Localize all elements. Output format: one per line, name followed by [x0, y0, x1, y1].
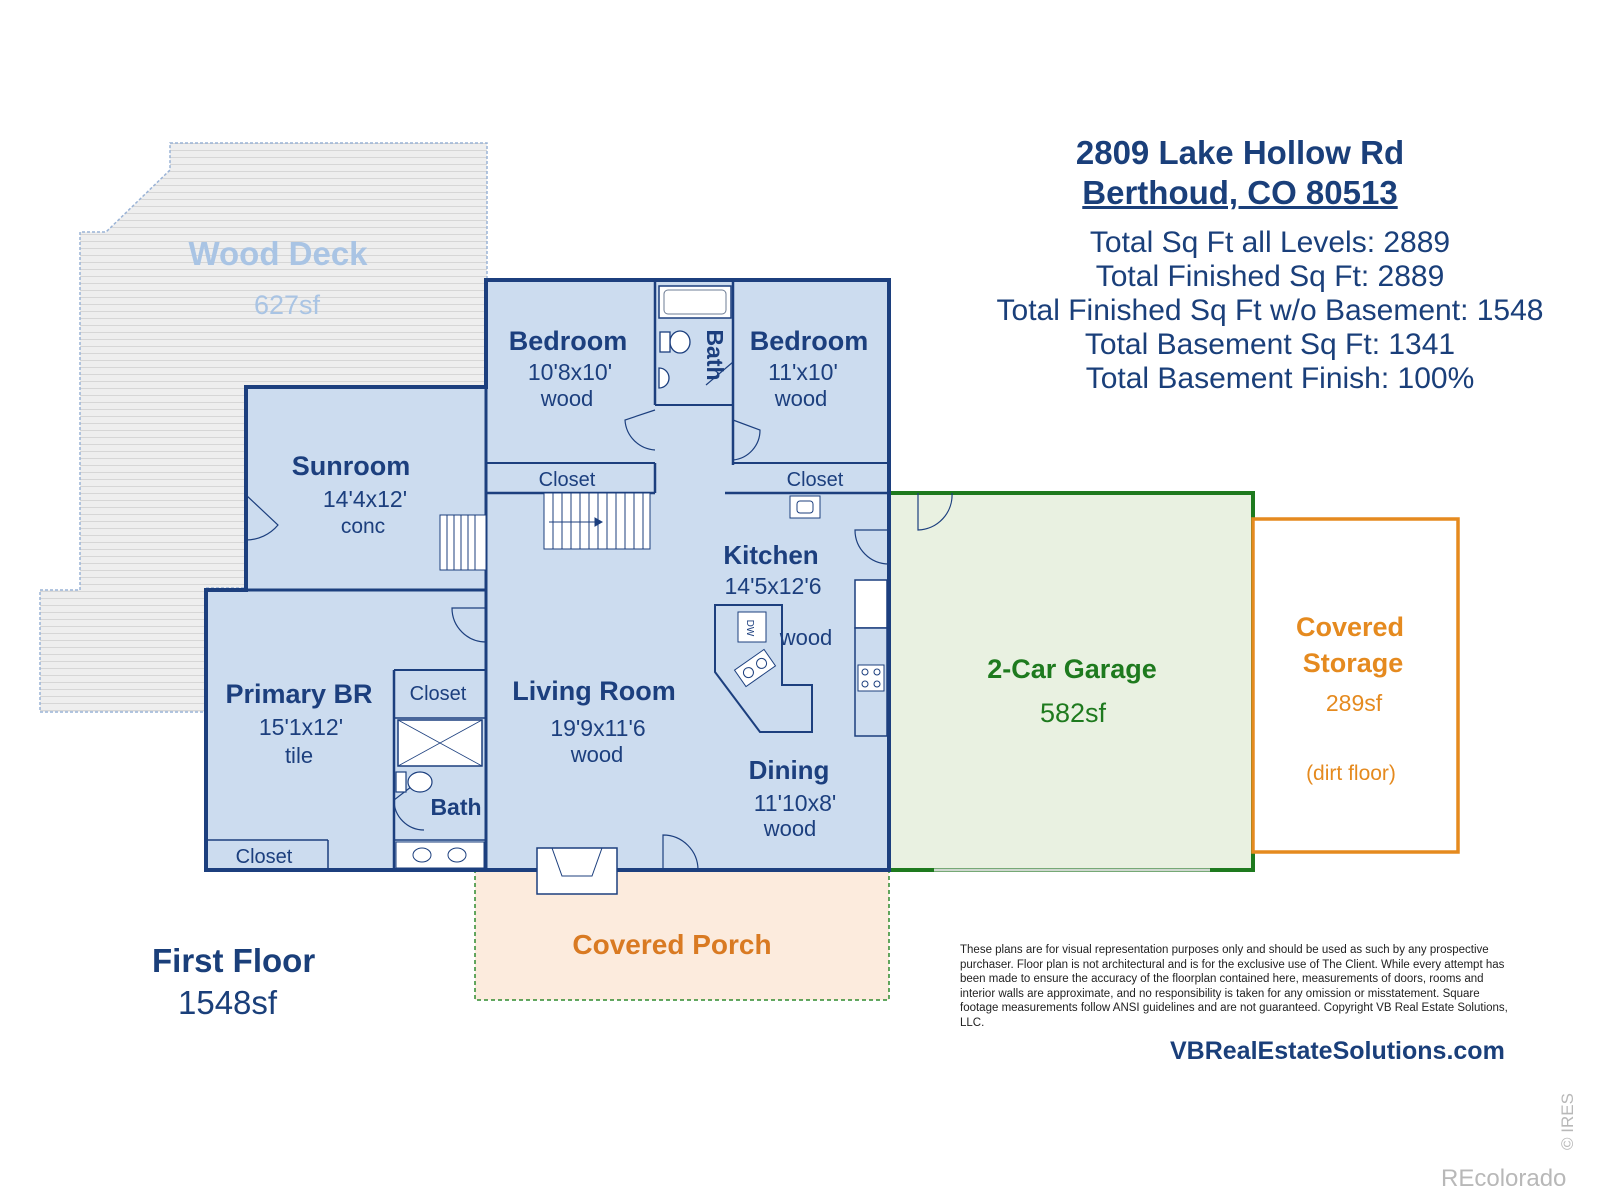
garage-label: 2-Car Garage: [987, 654, 1157, 684]
dishwasher-label: DW: [744, 620, 755, 637]
stat-finished-wo-basement: Total Finished Sq Ft w/o Basement: 1548: [996, 294, 1544, 327]
disclaimer-text: These plans are for visual representatio…: [960, 944, 1508, 1029]
bedroom-2-dims: 11'x10': [768, 359, 838, 385]
storage-label-line1: Covered: [1296, 612, 1404, 642]
sunroom-label: Sunroom: [292, 451, 411, 481]
closet-primary-label: Closet: [236, 846, 293, 868]
storage-area: 289sf: [1326, 690, 1383, 716]
covered-storage: [1251, 517, 1460, 854]
bedroom-1-dims: 10'8x10': [528, 359, 612, 385]
closet-bath-label: Closet: [410, 683, 467, 705]
storage-note: (dirt floor): [1306, 762, 1396, 785]
bedroom-2-floor: wood: [774, 386, 828, 411]
stat-total-finished: Total Finished Sq Ft: 2889: [1095, 260, 1445, 293]
wood-deck-label: Wood Deck: [188, 235, 368, 272]
covered-porch-label: Covered Porch: [572, 929, 771, 960]
door-swings: [245, 361, 953, 871]
house-body: [206, 280, 889, 870]
fireplace: [536, 847, 618, 895]
primary-br-label: Primary BR: [225, 679, 372, 709]
bedroom-1-floor: wood: [540, 386, 594, 411]
living-room-label: Living Room: [512, 676, 676, 706]
bath-upper-label: Bath: [702, 329, 728, 380]
floor-area: 1548sf: [178, 984, 278, 1021]
bedroom-1-label: Bedroom: [509, 326, 628, 356]
stat-basement-total: Total Basement Sq Ft: 1341: [1084, 328, 1456, 361]
kitchen-label: Kitchen: [723, 540, 818, 570]
toilet-icon: [659, 330, 691, 354]
living-room-dims: 19'9x11'6: [550, 715, 645, 741]
kitchen-dims: 14'5x12'6: [724, 573, 821, 599]
dining-label: Dining: [749, 755, 830, 785]
sunroom-floor: conc: [341, 515, 385, 538]
shower-icon: [397, 719, 483, 767]
bath-primary-label: Bath: [430, 794, 481, 820]
address-city: Berthoud, CO 80513: [1082, 174, 1398, 211]
kitchen-island: [714, 604, 813, 733]
primary-br-floor: tile: [285, 743, 313, 768]
bathtub-icon: [658, 285, 732, 319]
stat-basement-finish: Total Basement Finish: 100%: [1085, 362, 1475, 395]
address-street: 2809 Lake Hollow Rd: [1075, 134, 1405, 171]
walls: [204, 278, 891, 872]
ires-watermark: © IRES: [1558, 1093, 1577, 1150]
sunroom-dims: 14'4x12': [323, 486, 407, 512]
stairs: [543, 492, 651, 550]
closet-right-label: Closet: [787, 469, 844, 491]
website-link[interactable]: VBRealEstateSolutions.com: [1170, 1037, 1505, 1065]
dining-floor: wood: [763, 816, 817, 841]
kitchen-counters: [789, 495, 888, 737]
kitchen-floor: wood: [779, 625, 833, 650]
floor-title: First Floor: [152, 942, 316, 979]
primary-br-dims: 15'1x12': [259, 714, 343, 740]
recolorado-watermark: REcolorado: [1441, 1165, 1567, 1192]
bedroom-2-label: Bedroom: [750, 326, 869, 356]
sunroom-steps: [439, 514, 487, 571]
toilet-primary-icon: [395, 771, 433, 793]
stat-total-all-levels: Total Sq Ft all Levels: 2889: [1089, 226, 1451, 259]
garage-area: 582sf: [1040, 698, 1107, 728]
closet-left-label: Closet: [539, 469, 596, 491]
dining-dims: 11'10x8': [754, 790, 837, 816]
living-room-floor: wood: [570, 742, 624, 767]
storage-label-line2: Storage: [1303, 648, 1404, 678]
double-sink-icon: [395, 841, 485, 869]
sink-icon: [658, 367, 670, 389]
wood-deck-area: 627sf: [254, 290, 321, 320]
